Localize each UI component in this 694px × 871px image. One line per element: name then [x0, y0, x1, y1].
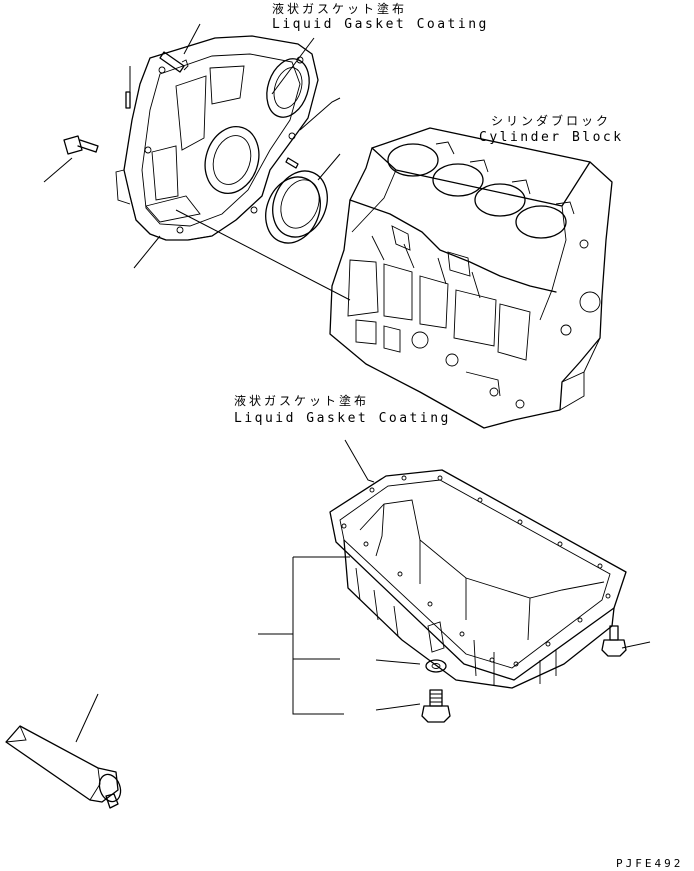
dowel-pin-left — [125, 91, 131, 109]
oil-pan-bolt — [601, 625, 627, 657]
cylinder-block-label-en: Cylinder Block — [479, 130, 624, 145]
drain-plug — [421, 689, 451, 723]
oil-seal — [265, 170, 328, 244]
top-gasket-label-en: Liquid Gasket Coating — [272, 17, 489, 32]
mid-gasket-label-jp: 液状ガスケット塗布 — [234, 394, 370, 408]
top-gasket-label-jp: 液状ガスケット塗布 — [272, 2, 408, 16]
oil-pan — [329, 469, 627, 689]
bolt-top — [159, 51, 189, 73]
cylinder-block — [329, 127, 613, 429]
cylinder-block-label-jp: シリンダブロック — [491, 114, 612, 128]
dowel-pin-right — [285, 157, 299, 169]
leader-lines — [43, 23, 651, 743]
drawing-code: PJFE492 — [616, 857, 684, 870]
liquid-gasket-tube — [5, 725, 122, 809]
drain-plug-gasket — [425, 659, 447, 673]
flywheel-housing — [115, 35, 319, 241]
mid-gasket-label-en: Liquid Gasket Coating — [234, 411, 451, 426]
bolt-left — [63, 135, 99, 155]
